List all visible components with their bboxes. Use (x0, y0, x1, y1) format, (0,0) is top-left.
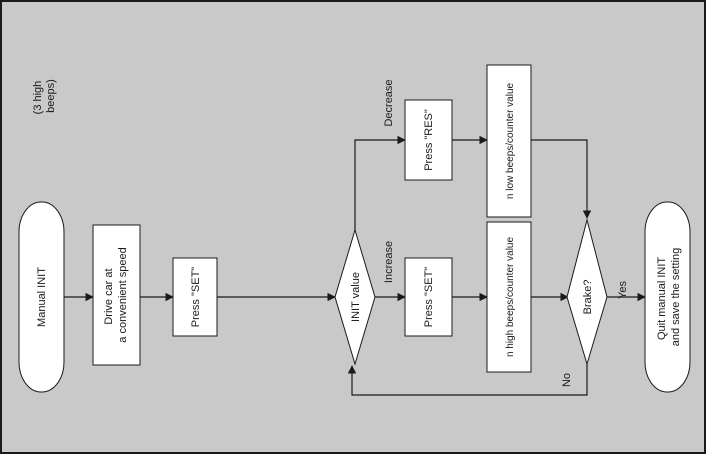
node-brake-label: Brake? (582, 280, 594, 315)
node-press-res-label: Press "RES" (423, 109, 435, 171)
note-text: (3 high beeps) (32, 78, 57, 115)
edge-yes-label: Yes (617, 281, 629, 299)
node-manual-init-shape (18, 201, 65, 393)
node-press-set-1-shape (172, 257, 218, 337)
node-quit-label: Quit manual INIT and save the setting (656, 248, 682, 346)
node-drive-car-label: Drive car at a convenient speed (103, 247, 129, 342)
connectors (64, 135, 646, 396)
node-press-set-2-shape (404, 257, 453, 337)
node-press-set-1-label: Press "SET" (190, 267, 202, 327)
node-high-beeps-label: n high beeps/counter value (505, 237, 516, 358)
node-init-value-label: INIT value (350, 272, 362, 322)
edge-no-label: No (561, 373, 573, 387)
node-drive-car-shape (92, 224, 141, 366)
node-quit-shape (644, 201, 691, 393)
arrow-low-beeps-to-brake (531, 139, 592, 219)
node-low-beeps-label: n low beeps/counter value (505, 82, 516, 199)
node-manual-init-label: Manual INIT (36, 267, 48, 327)
arrow-brake-no-loop (347, 364, 588, 396)
node-press-set-2-label: Press "SET" (423, 267, 435, 327)
node-high-beeps-shape (486, 221, 532, 373)
edge-decrease-label: Decrease (383, 79, 395, 126)
edge-increase-label: Increase (383, 241, 395, 283)
arrow-init-value-to-press-res (354, 135, 406, 232)
node-init-value-shape (334, 228, 376, 366)
node-press-res-shape (404, 99, 453, 181)
node-brake-shape (566, 218, 608, 366)
node-low-beeps-shape (486, 64, 532, 218)
